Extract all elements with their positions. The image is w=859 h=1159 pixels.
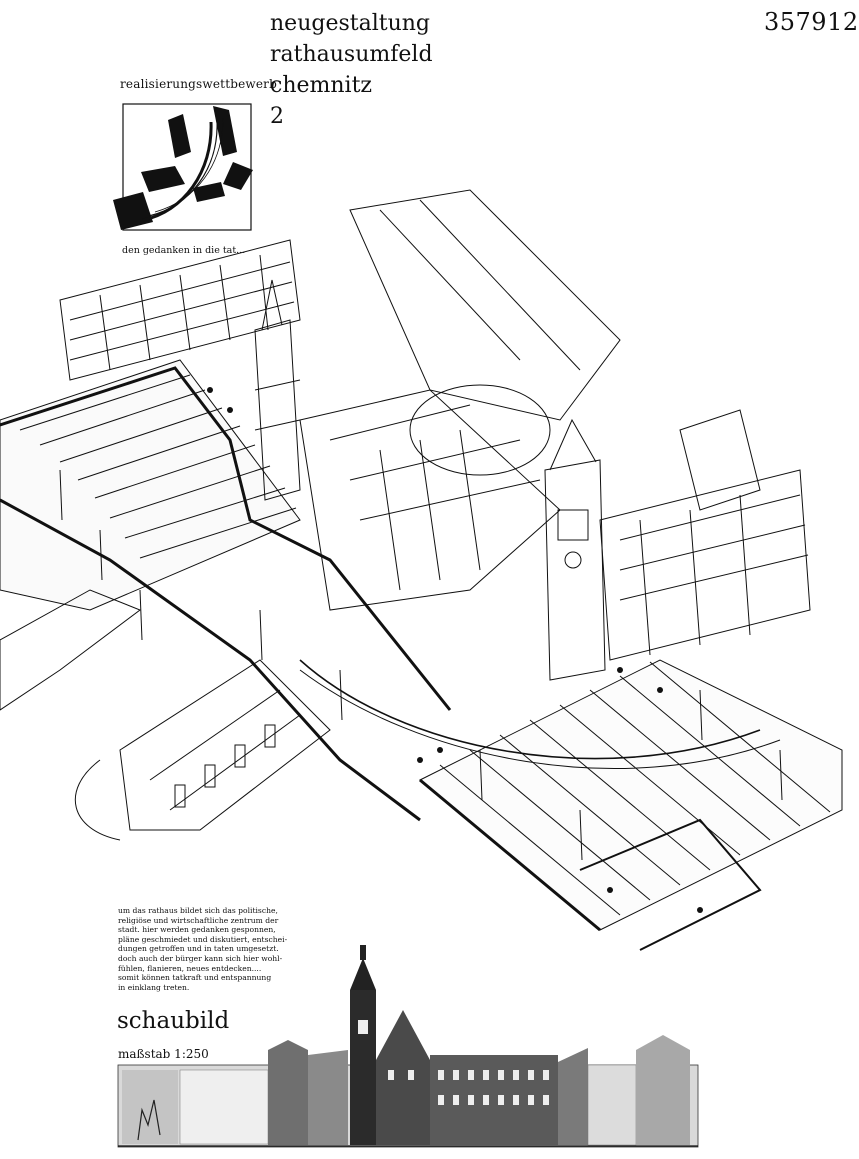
drawing-title: schaubild (117, 1008, 230, 1034)
abstract-plaza-logo-icon (113, 103, 253, 231)
description-line-6: doch auch der bürger kann sich hier wohl… (118, 953, 283, 963)
tagline: den gedanken in die tat... (122, 245, 246, 256)
town-hall-elevation-drawing (117, 945, 699, 1148)
description-line-2: religiöse und wirtschaftliche zentrum de… (118, 915, 279, 925)
competition-label: realisierungswettbewerb (120, 77, 277, 91)
description-line-7: fühlen, flanieren, neues entdecken.... (118, 963, 262, 973)
description-line-8: somit können tatkraft und entspannung (118, 973, 272, 983)
description: um das rathaus bildet sich das politisch… (118, 906, 288, 992)
title-line-3: chemnitz (270, 73, 373, 98)
description-line-9: in einklang treten. (118, 982, 190, 992)
description-line-4: pläne geschmiedet und diskutiert, entsch… (118, 934, 288, 944)
axonometric-city-drawing (0, 189, 843, 951)
description-line-5: dungen getroffen und in taten umgesetzt. (118, 944, 279, 954)
title-line-1: neugestaltung (270, 11, 431, 36)
title-line-4: 2 (270, 104, 284, 129)
title-block: neugestaltung rathausumfeld chemnitz 2 (270, 8, 433, 132)
entry-number: 357912 (764, 8, 859, 36)
title-line-2: rathausumfeld (270, 42, 433, 67)
scale-label: maßstab 1:250 (118, 1047, 209, 1061)
description-line-1: um das rathaus bildet sich das politisch… (118, 906, 278, 915)
description-line-3: stadt. hier werden gedanken gesponnen, (118, 925, 276, 935)
